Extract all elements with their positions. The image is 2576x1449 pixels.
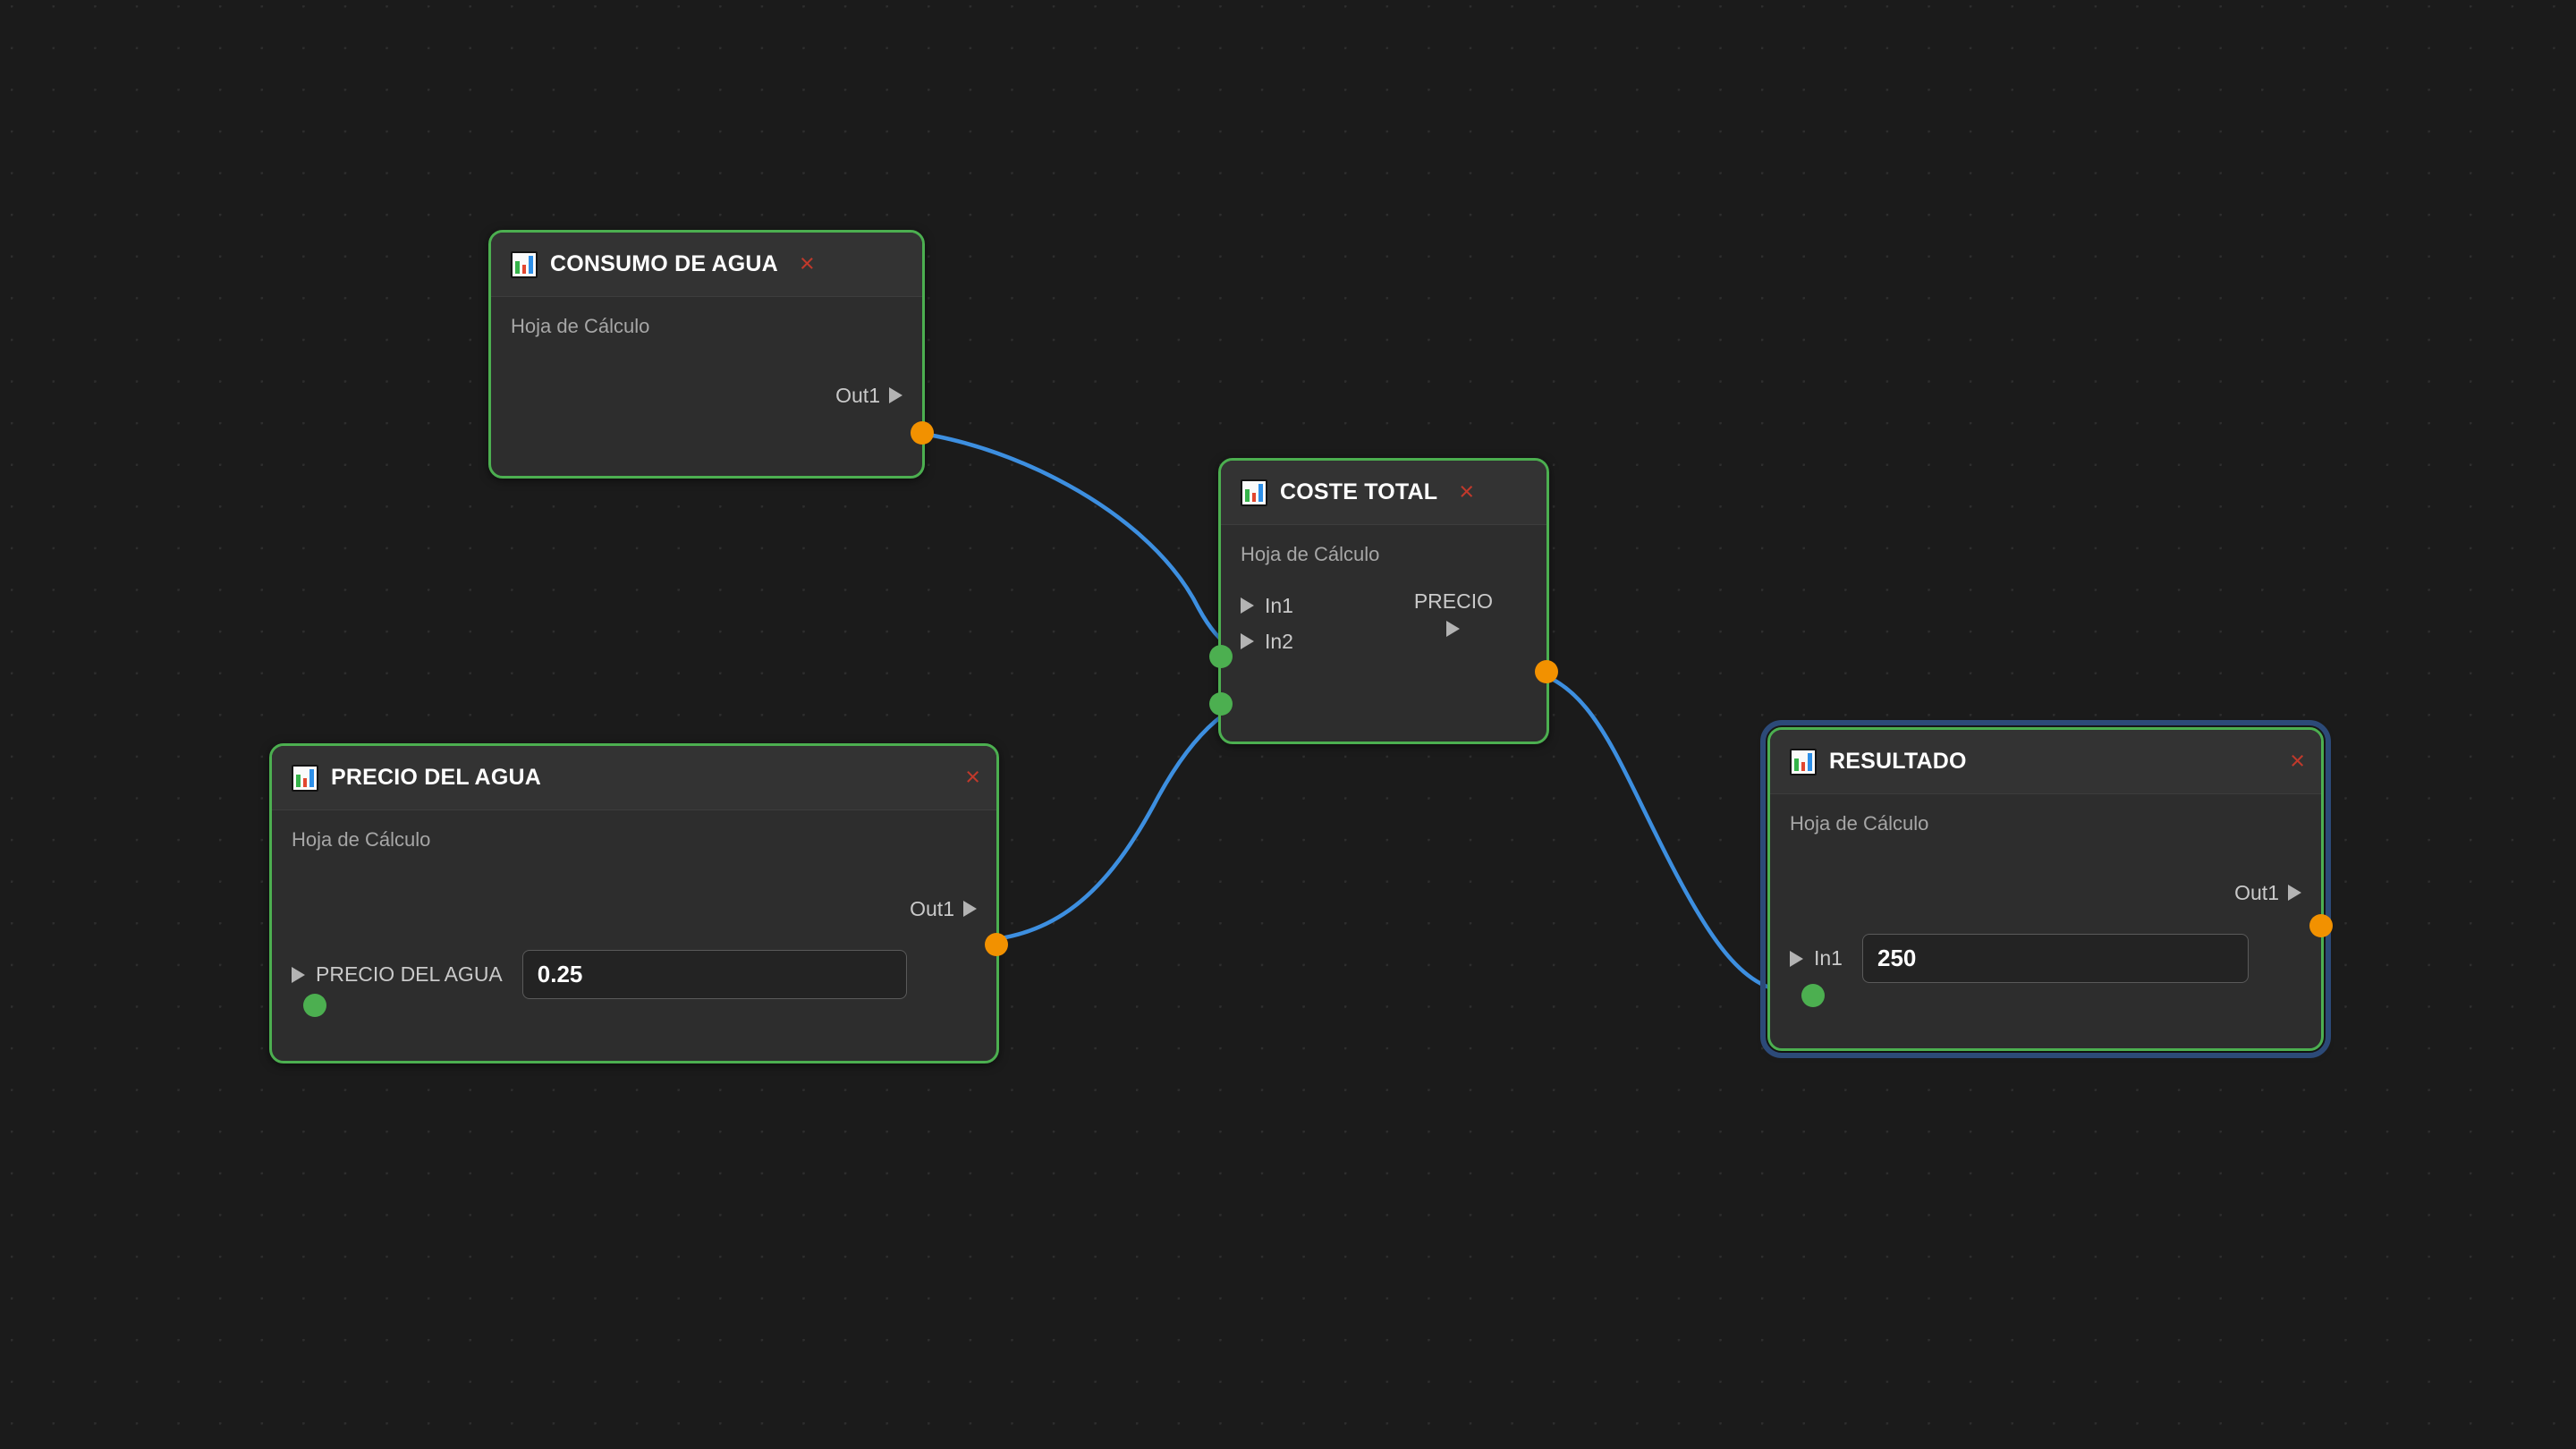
wire-consumo-to-coste-in1	[878, 428, 1259, 657]
node-subtitle: Hoja de Cálculo	[1241, 543, 1380, 565]
spacer	[1241, 575, 1527, 588]
resultado-value-field[interactable]	[1861, 934, 2249, 983]
spacer	[1790, 844, 2301, 875]
input-label: PRECIO DEL AGUA	[316, 962, 503, 986]
bar-chart-icon	[1241, 479, 1267, 506]
output-row-out1[interactable]: Out1	[292, 891, 977, 927]
output-row-precio[interactable]: PRECIO	[1414, 589, 1493, 638]
play-triangle-icon	[1446, 620, 1461, 637]
node-coste-total[interactable]: COSTE TOTAL × Hoja de Cálculo In1 In2 PR…	[1209, 458, 1558, 744]
play-triangle-icon	[292, 966, 305, 983]
node-title: CONSUMO DE AGUA	[550, 251, 778, 276]
input-label: In1	[1814, 946, 1843, 970]
node-title: PRECIO DEL AGUA	[331, 765, 541, 790]
bar-chart-icon	[511, 250, 538, 278]
play-triangle-icon	[963, 901, 977, 917]
play-triangle-icon	[1241, 597, 1254, 614]
output-row-out1[interactable]: Out1	[1790, 875, 2301, 911]
input-row-in1[interactable]: In1	[1790, 934, 2301, 983]
spacer	[292, 860, 977, 891]
play-triangle-icon	[889, 387, 902, 403]
output-port-out1[interactable]	[2309, 914, 2333, 937]
close-icon[interactable]: ×	[2290, 747, 2305, 775]
input-port-in1[interactable]	[1209, 645, 1233, 668]
input-label: In2	[1265, 629, 1293, 653]
node-header[interactable]: RESULTADO ×	[1770, 730, 2321, 794]
node-resultado[interactable]: RESULTADO × Hoja de Cálculo Out1 In1	[1760, 720, 2333, 1058]
play-triangle-icon	[2288, 885, 2301, 901]
node-title: COSTE TOTAL	[1280, 479, 1438, 504]
input-port-in1[interactable]	[1801, 984, 1825, 1007]
play-triangle-icon	[1241, 633, 1254, 649]
output-label: Out1	[835, 383, 880, 407]
close-icon[interactable]: ×	[799, 250, 815, 278]
input-port-precio-del-agua[interactable]	[303, 994, 326, 1017]
wire-coste-to-resultado-in1	[1507, 666, 1803, 996]
node-subtitle: Hoja de Cálculo	[292, 828, 431, 851]
input-label: In1	[1265, 593, 1293, 617]
output-port-precio[interactable]	[1535, 660, 1558, 683]
node-header[interactable]: PRECIO DEL AGUA ×	[272, 746, 996, 810]
input-row-precio-del-agua[interactable]: PRECIO DEL AGUA	[292, 950, 977, 999]
node-precio-del-agua[interactable]: PRECIO DEL AGUA × Hoja de Cálculo Out1 P…	[269, 743, 1008, 1063]
bar-chart-icon	[1790, 748, 1817, 775]
node-subtitle: Hoja de Cálculo	[1790, 812, 1929, 835]
output-port-out1[interactable]	[911, 421, 934, 445]
node-body: Hoja de Cálculo Out1 In1	[1770, 794, 2321, 1001]
bar-chart-icon	[292, 764, 318, 792]
node-title: RESULTADO	[1829, 749, 1967, 774]
close-icon[interactable]: ×	[1459, 478, 1475, 506]
node-header[interactable]: COSTE TOTAL ×	[1221, 461, 1546, 525]
spacer	[511, 347, 902, 377]
input-port-in2[interactable]	[1209, 692, 1233, 716]
output-label: PRECIO	[1413, 589, 1493, 613]
output-label: Out1	[910, 896, 954, 920]
node-body: Hoja de Cálculo In1 In2 PRECIO	[1221, 525, 1546, 677]
node-body: Hoja de Cálculo Out1 PRECIO DEL AGUA	[272, 810, 996, 1017]
node-body: Hoja de Cálculo Out1	[491, 297, 922, 431]
wire-precio-to-coste-in2	[955, 699, 1259, 945]
output-row-out1[interactable]: Out1	[511, 377, 902, 413]
close-icon[interactable]: ×	[965, 763, 980, 792]
precio-del-agua-value-field[interactable]	[521, 950, 907, 999]
node-subtitle: Hoja de Cálculo	[511, 315, 650, 337]
output-label: Out1	[2234, 880, 2279, 904]
output-port-out1[interactable]	[985, 933, 1008, 956]
play-triangle-icon	[1790, 950, 1803, 967]
node-consumo-de-agua[interactable]: CONSUMO DE AGUA × Hoja de Cálculo Out1	[488, 230, 934, 479]
node-header[interactable]: CONSUMO DE AGUA ×	[491, 233, 922, 297]
